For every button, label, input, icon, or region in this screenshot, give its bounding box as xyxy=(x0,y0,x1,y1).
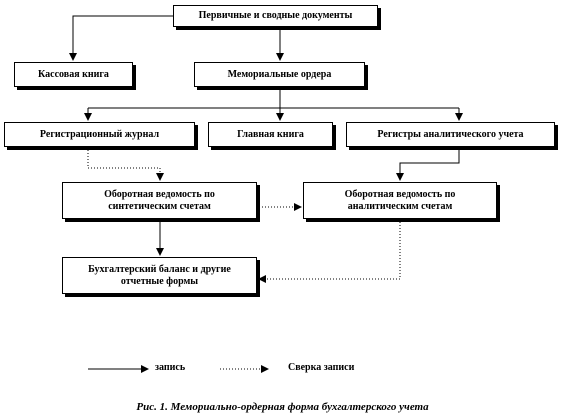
box-cash-book: Кассовая книга xyxy=(14,62,133,87)
arrow-primary-to-cashbook xyxy=(69,15,173,61)
legend-reconciliation-label: Сверка записи xyxy=(288,362,355,373)
box-general-ledger: Главная книга xyxy=(208,122,333,147)
dotted-analytical-to-balance xyxy=(258,219,401,283)
box-balance-sheet: Бухгалтерский баланс и другие отчетные ф… xyxy=(62,257,257,294)
box-primary-documents-label: Первичные и сводные документы xyxy=(198,10,353,21)
box-analytical-registers-label: Регистры аналитического учета xyxy=(377,128,524,140)
box-memorial-orders-label: Мемориальные ордера xyxy=(227,68,332,80)
box-primary-documents: Первичные и сводные документы xyxy=(173,5,378,27)
figure-caption: Рис. 1. Мемориально-ордерная форма бухга… xyxy=(136,401,429,413)
box-synthetic-turnover-line1: Оборотная ведомость по xyxy=(104,188,215,200)
box-cash-book-label: Кассовая книга xyxy=(38,68,109,80)
box-general-ledger-label: Главная книга xyxy=(237,128,304,140)
dotted-journal-to-synthetic xyxy=(87,147,164,181)
box-synthetic-turnover-line2: синтетическим счетам xyxy=(108,200,211,212)
legend-posting-label: запись xyxy=(155,362,186,373)
box-registration-journal-label: Регистрационный журнал xyxy=(39,128,160,140)
box-balance-sheet-line2: отчетные формы xyxy=(120,275,199,287)
box-analytical-turnover-line1: Оборотная ведомость по xyxy=(344,188,456,200)
box-analytical-registers: Регистры аналитического учета xyxy=(346,122,555,147)
arrow-registers-to-analytical xyxy=(396,147,460,181)
box-balance-sheet-line1: Бухгалтерский баланс и другие xyxy=(88,263,231,275)
box-synthetic-turnover: Оборотная ведомость по синтетическим сче… xyxy=(62,182,257,219)
box-analytical-turnover-line2: аналитическим счетам xyxy=(347,200,453,212)
box-analytical-turnover: Оборотная ведомость по аналитическим сче… xyxy=(303,182,497,219)
box-memorial-orders: Мемориальные ордера xyxy=(194,62,365,87)
box-registration-journal: Регистрационный журнал xyxy=(4,122,195,147)
